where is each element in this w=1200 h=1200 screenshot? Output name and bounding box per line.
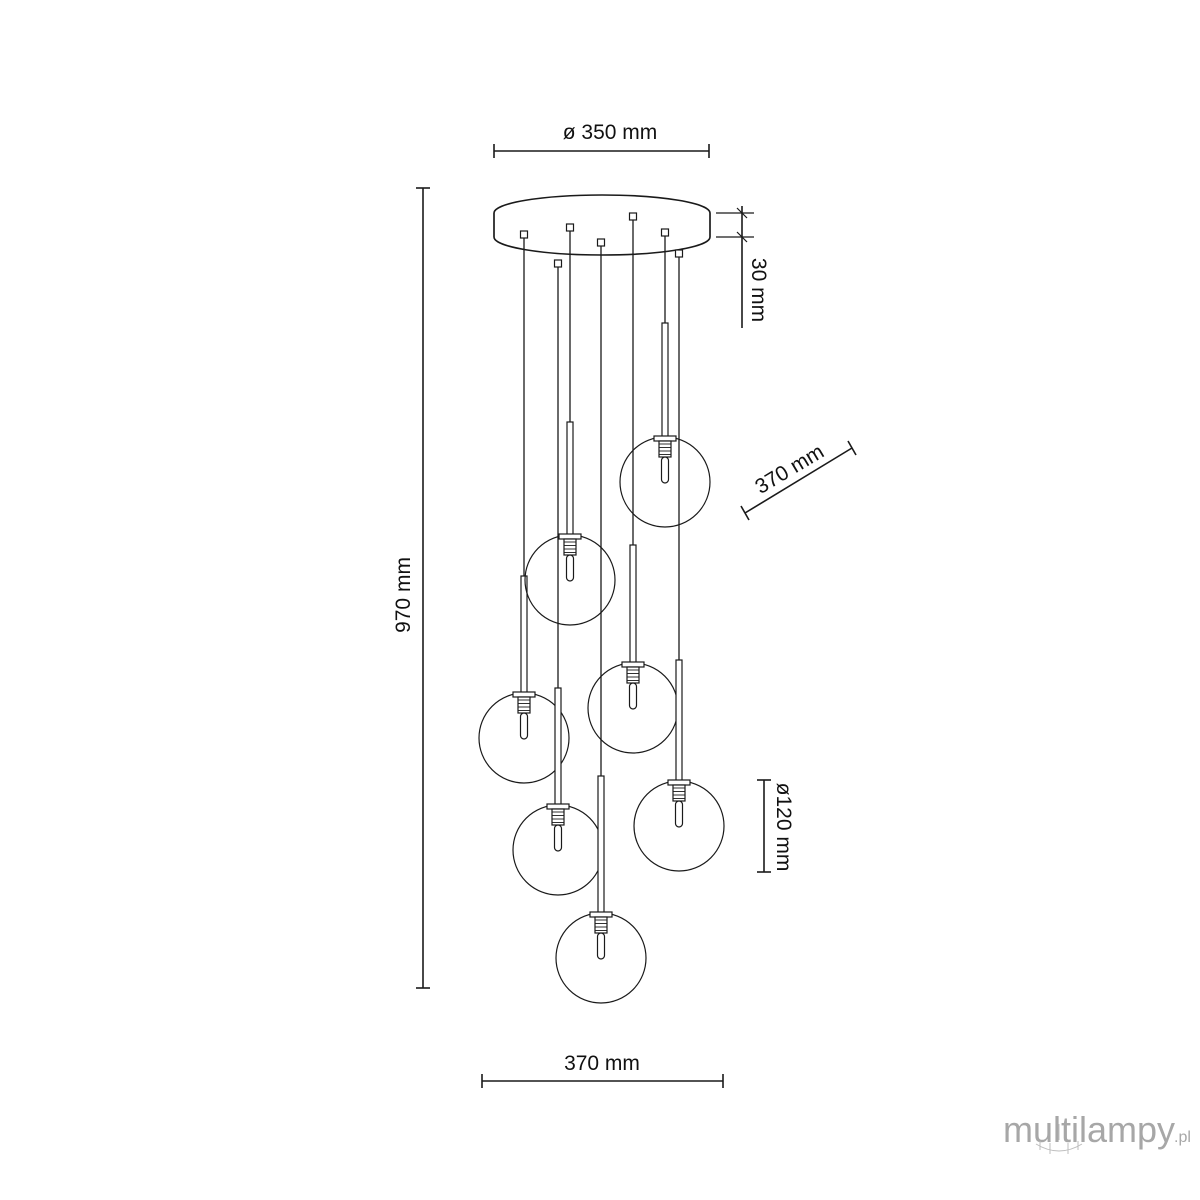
canopy-diameter-dimension: ø 350 mm [493, 121, 710, 158]
pendant-3 [512, 259, 604, 896]
bulb [660, 456, 670, 484]
rod [661, 322, 669, 440]
pendant-2 [524, 223, 616, 626]
connector [596, 238, 606, 247]
pendant-4 [555, 238, 647, 1004]
rod [554, 687, 562, 808]
globe-diameter-dimension: ø120 mm [757, 779, 795, 873]
rod [629, 544, 637, 666]
connector [674, 249, 684, 258]
canopy [493, 194, 711, 256]
rod [520, 575, 528, 696]
bottom-width-dimension: 370 mm [481, 1052, 724, 1088]
depth-dimension: 370 mm [740, 440, 857, 521]
rod [597, 775, 605, 916]
connector [519, 230, 529, 239]
connector [660, 228, 670, 237]
pendant-6 [619, 228, 711, 528]
pendant-group [478, 212, 725, 1004]
cap [558, 533, 582, 540]
total-height-dimension: 970 mm [392, 187, 430, 989]
cap [546, 803, 570, 810]
bulb [565, 554, 575, 582]
cap [667, 779, 691, 786]
cap [589, 911, 613, 918]
logo-suffix: .pl [1174, 1129, 1191, 1146]
pendant-1 [478, 230, 570, 784]
bottom-width-label: 370 mm [564, 1052, 640, 1075]
bulb [519, 712, 529, 740]
chandelier-icon [1035, 1124, 1083, 1154]
canopy-height-label: 30 mm [747, 258, 770, 322]
bulb [628, 682, 638, 710]
canopy-height-dimension: 30 mm [716, 206, 770, 328]
multilampy-logo: multilampy .pl [1003, 1109, 1191, 1154]
bulb [596, 932, 606, 960]
cap [653, 435, 677, 442]
globe-diameter-label: ø120 mm [772, 783, 795, 872]
canopy-diameter-label: ø 350 mm [563, 121, 658, 144]
connector [553, 259, 563, 268]
rod [566, 421, 574, 538]
connector [565, 223, 575, 232]
total-height-label: 970 mm [392, 557, 415, 633]
pendant-7 [633, 249, 725, 872]
cap [512, 691, 536, 698]
bulb [674, 800, 684, 828]
bulb [553, 824, 563, 852]
cap [621, 661, 645, 668]
connector [628, 212, 638, 221]
logo-text: multilampy [1003, 1109, 1175, 1150]
rod [675, 659, 683, 784]
